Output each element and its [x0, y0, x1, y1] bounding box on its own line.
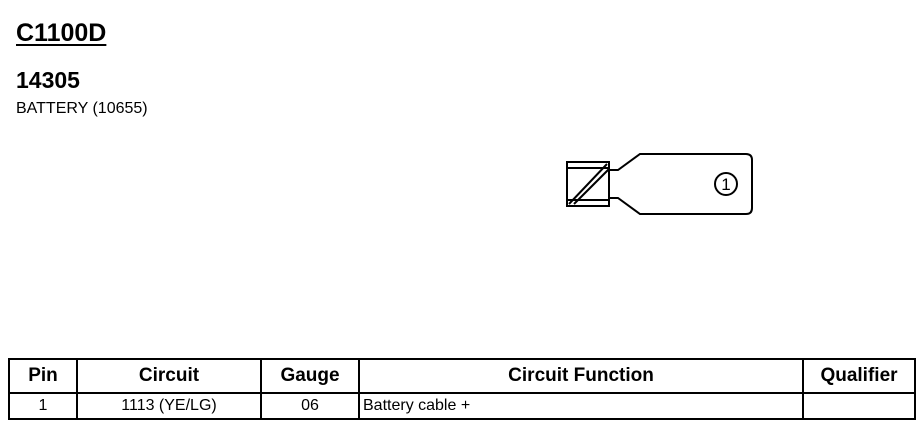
table-header-row: Pin Circuit Gauge Circuit Function Quali… — [8, 358, 916, 394]
cell-pin: 1 — [8, 392, 78, 420]
header-circuit-function: Circuit Function — [358, 358, 804, 394]
header-pin: Pin — [8, 358, 78, 394]
header-circuit: Circuit — [76, 358, 262, 394]
header-qualifier: Qualifier — [802, 358, 916, 394]
cell-qualifier — [802, 392, 916, 420]
part-number: 14305 — [16, 67, 80, 93]
connector-terminal-diagram: 1 — [566, 153, 753, 215]
pin-table: Pin Circuit Gauge Circuit Function Quali… — [8, 358, 916, 420]
cell-circuit: 1113 (YE/LG) — [76, 392, 262, 420]
terminal-tab — [609, 153, 753, 215]
connector-id: C1100D — [16, 19, 107, 47]
crimp-barrel — [566, 161, 610, 207]
cell-circuit-function: Battery cable + — [358, 392, 804, 420]
table-row: 1 1113 (YE/LG) 06 Battery cable + — [8, 392, 916, 420]
cell-gauge: 06 — [260, 392, 360, 420]
header-gauge: Gauge — [260, 358, 360, 394]
pin-1-label: 1 — [721, 175, 730, 194]
pin-1-circle — [714, 172, 738, 196]
part-name: BATTERY (10655) — [16, 100, 148, 117]
